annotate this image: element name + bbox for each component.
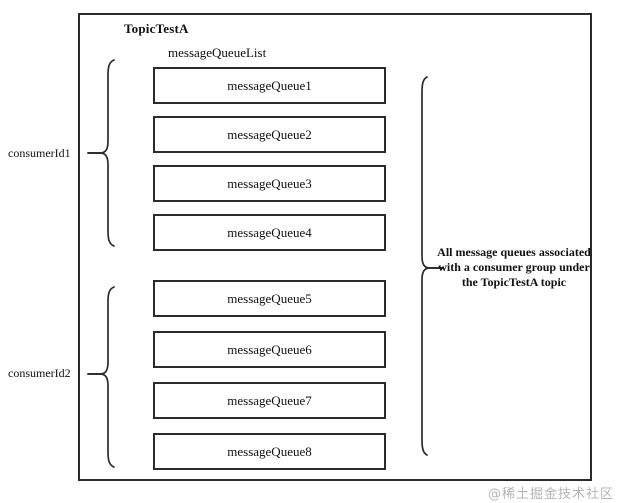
annotation-line: All message queues associated xyxy=(437,245,591,259)
queue-box: messageQueue4 xyxy=(153,214,386,251)
queue-box: messageQueue6 xyxy=(153,331,386,368)
annotation-line: the TopicTestA topic xyxy=(461,275,567,289)
consumer2-brace xyxy=(87,286,115,468)
queue-box: messageQueue5 xyxy=(153,280,386,317)
annotation-line: with a consumer group under xyxy=(438,260,590,274)
queue-box: messageQueue7 xyxy=(153,382,386,419)
annotation-text: All message queues associated with a con… xyxy=(436,245,592,290)
consumer-id2-label: consumerId2 xyxy=(8,366,71,380)
juejin-watermark: @稀土掘金技术社区 xyxy=(487,487,614,502)
annotation-brace xyxy=(421,76,444,456)
queue-box: messageQueue2 xyxy=(153,116,386,153)
queue-box: messageQueue3 xyxy=(153,165,386,202)
message-queue-list-label: messageQueueList xyxy=(168,45,267,60)
consumer1-brace xyxy=(87,59,115,247)
queue-box: messageQueue8 xyxy=(153,433,386,470)
consumer-id1-label: consumerId1 xyxy=(8,146,71,160)
queue-box: messageQueue1 xyxy=(153,67,386,104)
topic-title: TopicTestA xyxy=(124,21,189,36)
